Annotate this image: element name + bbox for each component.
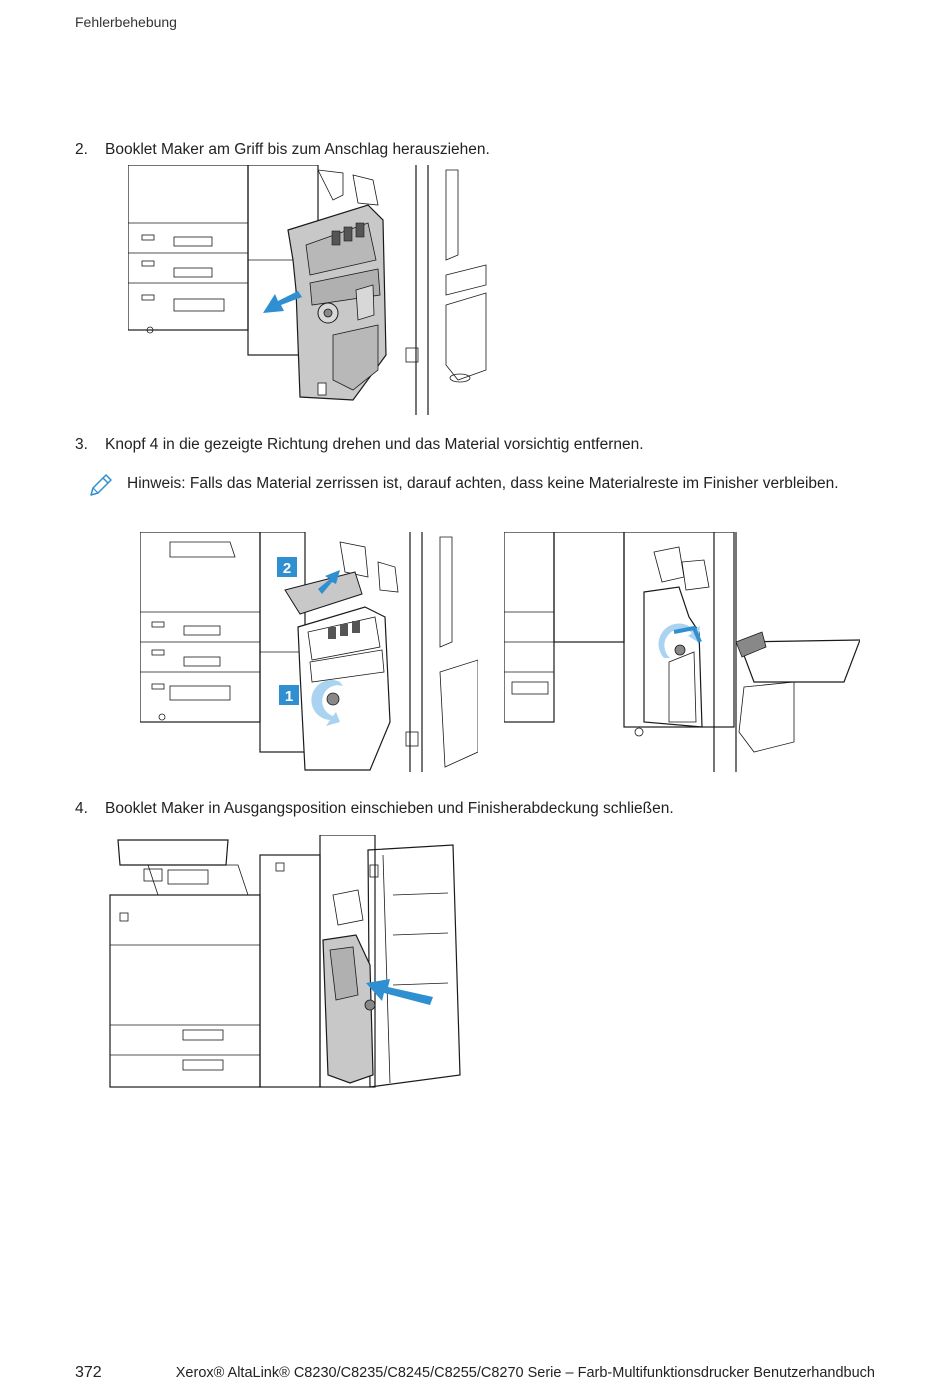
step-text: Knopf 4 in die gezeigte Richtung drehen … [105, 436, 644, 453]
step-number: 4. [75, 800, 88, 817]
callout-2 [277, 557, 297, 577]
knob-rotate-arrow [658, 623, 700, 658]
lift-arrow [318, 570, 340, 594]
figure-pull-out-booklet-maker [128, 165, 487, 415]
output-tray [738, 639, 860, 683]
step-text: Booklet Maker am Griff bis zum Anschlag … [105, 141, 490, 158]
module-outline [643, 586, 703, 728]
step-4: 4. Booklet Maker in Ausgangsposition eins… [75, 800, 674, 818]
callout-2-label: 2 [283, 560, 291, 577]
callout-1 [279, 685, 299, 705]
step-3: 3. Knopf 4 in die gezeigte Richtung drehe… [75, 436, 644, 454]
knob [326, 692, 340, 706]
figure-push-in-close [109, 835, 461, 1088]
figure-remove-material [504, 532, 860, 772]
finisher-door [367, 844, 461, 1088]
rotate-arrow [311, 680, 343, 726]
step-text: Booklet Maker in Ausgangsposition einsch… [105, 800, 674, 817]
push-arrow [366, 979, 433, 1005]
note: Hinweis: Falls das Material zerrissen is… [88, 472, 839, 503]
printer-body [109, 894, 261, 1088]
note-text: Hinweis: Falls das Material zerrissen is… [127, 475, 839, 492]
opened-panel [284, 571, 363, 615]
step-number: 3. [75, 436, 88, 453]
printer-body [128, 165, 249, 331]
material-sheet [735, 631, 767, 658]
footer-title: Xerox® AltaLink® C8230/C8235/C8245/C8255… [175, 1365, 875, 1381]
figure-turn-knob: 2 1 [140, 532, 478, 772]
running-header: Fehlerbehebung [75, 14, 177, 30]
pull-arrow [263, 291, 302, 313]
step-2: 2. Booklet Maker am Griff bis zum Anschla… [75, 141, 490, 159]
pencil-icon [90, 474, 112, 496]
page-number: 372 [75, 1364, 102, 1381]
step-number: 2. [75, 141, 88, 158]
callout-1-label: 1 [285, 688, 293, 705]
